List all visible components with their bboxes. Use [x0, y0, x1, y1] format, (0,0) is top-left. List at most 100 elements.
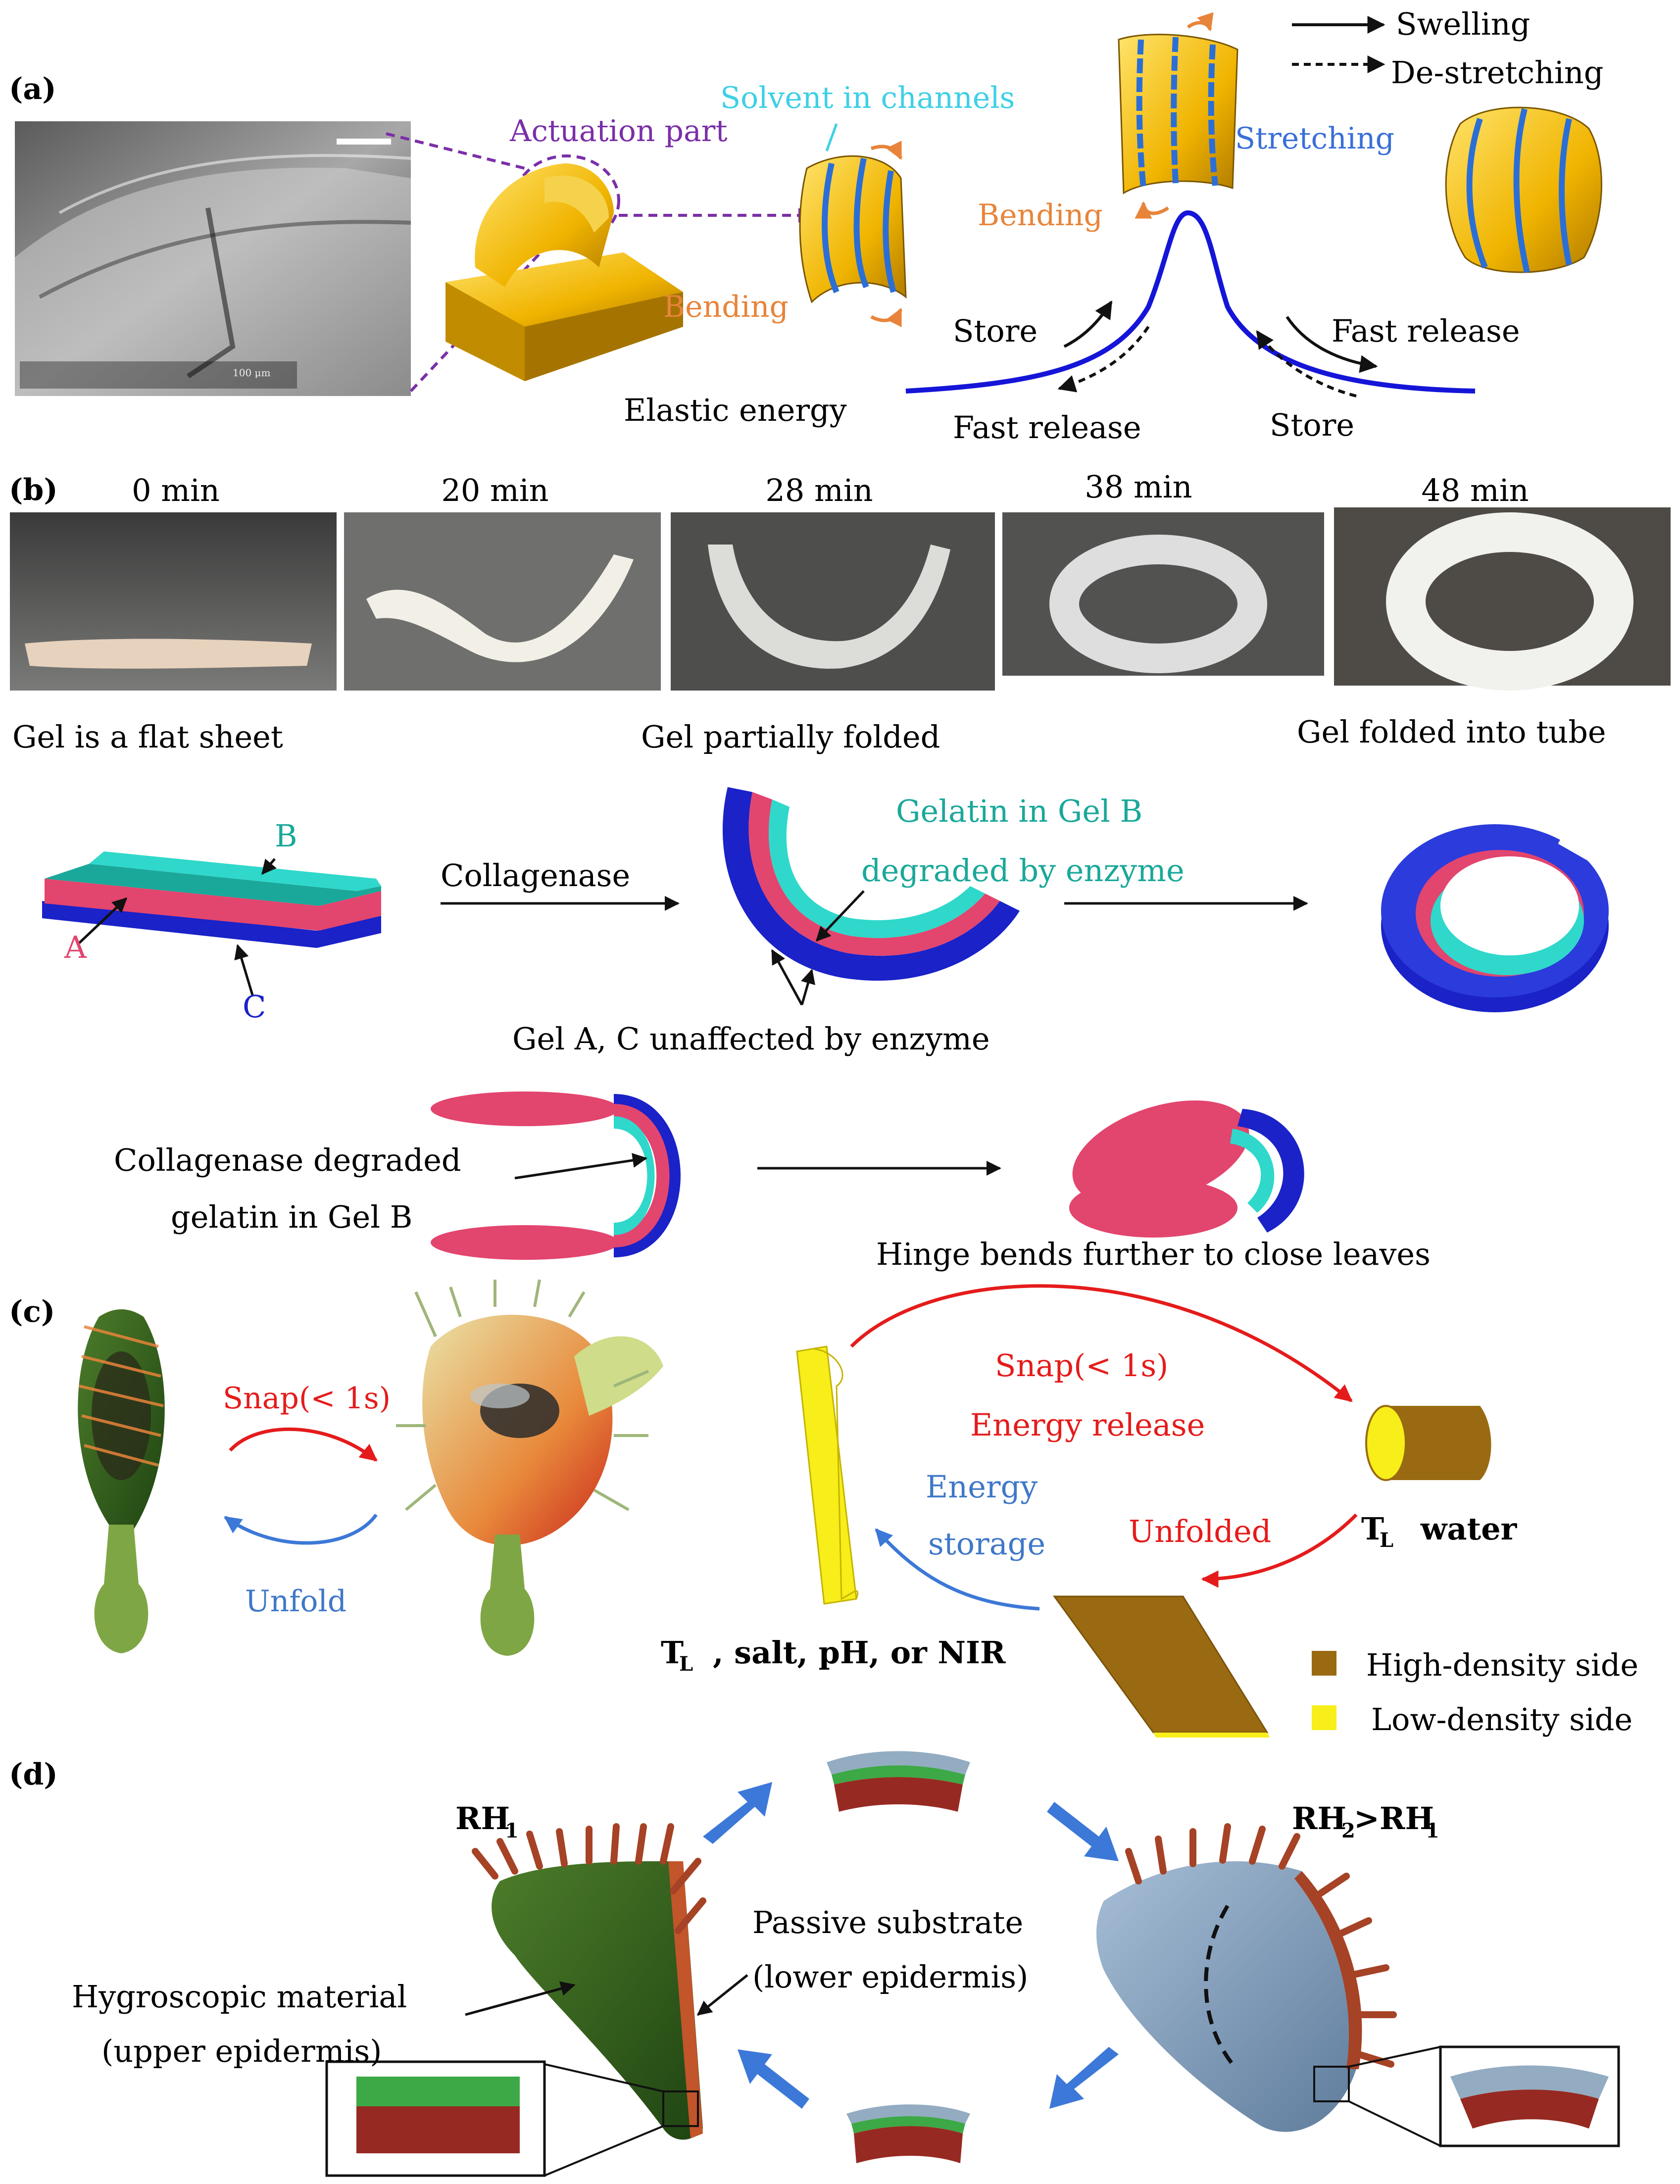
unfolded-arrow [1201, 1513, 1358, 1588]
leaf-rh2 [1096, 1823, 1397, 2132]
collagenase-degraded-1: Collagenase degraded [114, 1142, 461, 1178]
store-label-left: Store [953, 313, 1038, 349]
legend-high-label: High-density side [1366, 1647, 1638, 1683]
caption-folded-tube: Gel folded into tube [1297, 714, 1606, 750]
legend-low-label: Low-density side [1371, 1701, 1632, 1737]
timelapse-photo-1 [344, 512, 661, 691]
snap-label-left: Snap(< 1s) [223, 1381, 391, 1416]
snap-label-right: Snap(< 1s) [995, 1347, 1168, 1384]
flat-sheet [1053, 1595, 1270, 1737]
gel-tube [1381, 824, 1609, 1012]
rh2-inset-box [1313, 2066, 1350, 2102]
time-label-1: 20 min [441, 472, 548, 508]
fast-release-label-left: Fast release [953, 409, 1141, 446]
rh2-inset [1439, 2045, 1620, 2147]
svg-text:2: 2 [1341, 1819, 1355, 1842]
solvent-in-channels-label: Solvent in channels [720, 81, 1015, 115]
rh1-inset-box [662, 2090, 699, 2127]
bilayer-arc-bottom [846, 2104, 970, 2163]
rh1-inset [325, 2060, 546, 2177]
panel-label-d: (d) [9, 1757, 58, 1792]
hinge-closed [1069, 1100, 1304, 1238]
passive-substrate-1: Passive substrate [752, 1904, 1023, 1940]
svg-text:1: 1 [1426, 1819, 1439, 1842]
energy-release-label: Energy release [970, 1407, 1205, 1443]
panel-label-b: (b) [9, 473, 58, 507]
collagenase-degraded-2: gelatin in Gel B [171, 1199, 412, 1235]
energy-curve-arrows [1057, 300, 1378, 397]
channel-shell-left [799, 140, 907, 328]
sem-micrograph: 100 μm [15, 121, 411, 396]
legend-high-swatch [1312, 1651, 1336, 1676]
time-label-2: 28 min [765, 472, 873, 508]
panel-label-a: (a) [9, 72, 56, 106]
rolled-sheet [796, 1345, 859, 1605]
svg-text:T: T [661, 1635, 684, 1671]
rh2-label: RH 2 >RH 1 [1292, 1800, 1439, 1842]
timelapse-photo-4 [1334, 507, 1671, 691]
hinge-bends-label: Hinge bends further to close leaves [876, 1236, 1431, 1272]
density-legend: High-density side Low-density side [1312, 1647, 1638, 1737]
gelatin-degraded-line1: Gelatin in Gel B [896, 793, 1142, 829]
legend-destretching: De-stretching [1391, 54, 1603, 91]
svg-text:RH: RH [455, 1800, 510, 1837]
cycle-arrows [703, 1782, 1119, 2109]
legend-swelling: Swelling [1396, 6, 1530, 42]
energy-storage-2: storage [928, 1526, 1045, 1562]
sem-scale-label: 100 μm [233, 367, 271, 379]
actuation-part-label: Actuation part [509, 114, 728, 149]
collagenase-label: Collagenase [441, 857, 630, 893]
caption-partially-folded: Gel partially folded [641, 719, 940, 755]
svg-text:, salt, pH, or NIR: , salt, pH, or NIR [713, 1635, 1006, 1671]
time-label-4: 48 min [1421, 472, 1529, 508]
label-gel-C: C [243, 989, 266, 1025]
store-label-right: Store [1270, 407, 1354, 443]
svg-text:L: L [679, 1652, 693, 1676]
svg-text:T: T [1361, 1511, 1384, 1547]
label-gel-A: A [64, 929, 87, 965]
snap-arrow-left [229, 1427, 378, 1462]
leaf-rh1 [472, 1823, 706, 2140]
svg-text:RH: RH [1292, 1800, 1346, 1837]
stretching-label: Stretching [1235, 121, 1394, 156]
rh1-label: RH 1 [455, 1800, 519, 1842]
timelapse-times: 0 min 20 min 28 min 38 min 48 min [132, 469, 1529, 508]
caption-flat-sheet: Gel is a flat sheet [12, 719, 283, 755]
hygroscopic-2: (upper epidermis) [101, 2033, 382, 2069]
hinge-open [431, 1092, 681, 1260]
energy-curve [905, 210, 1476, 394]
elastic-energy-label: Elastic energy [624, 392, 847, 428]
tl-water-label: T L water [1361, 1511, 1518, 1552]
passive-substrate-2: (lower epidermis) [752, 1959, 1028, 1995]
stretched-shell [1118, 12, 1238, 219]
gold-actuator-device [445, 163, 683, 381]
bilayer-arc-top [827, 1751, 970, 1812]
curved-gel-trilayer [722, 787, 1020, 981]
time-label-0: 0 min [132, 472, 220, 508]
rolled-tube [1365, 1405, 1491, 1481]
energy-storage-arrow [875, 1528, 1040, 1611]
bending-label-left: Bending [663, 290, 789, 324]
snap-arrow-right [850, 1284, 1353, 1402]
legend-low-swatch [1312, 1705, 1336, 1730]
layered-gel-slab [42, 851, 381, 948]
label-gel-B: B [275, 818, 297, 854]
timelapse-photo-3 [1002, 512, 1324, 676]
flytrap-closed [396, 1279, 663, 1656]
hygroscopic-1: Hygroscopic material [72, 1979, 407, 2015]
flytrap-open [78, 1309, 165, 1653]
tl-conditions-label: T L , salt, pH, or NIR [661, 1635, 1006, 1676]
time-label-3: 38 min [1085, 469, 1192, 505]
gelatin-degraded-line2: degraded by enzyme [861, 852, 1185, 889]
svg-text:1: 1 [505, 1819, 519, 1842]
fast-release-label-right: Fast release [1332, 313, 1520, 349]
unfold-label: Unfold [245, 1584, 346, 1619]
svg-text:water: water [1420, 1511, 1518, 1547]
legend-a [1292, 16, 1385, 73]
panel-label-c: (c) [9, 1294, 55, 1329]
energy-storage-1: Energy [926, 1469, 1038, 1505]
timelapse-photo-2 [671, 512, 995, 691]
gel-ac-unaffected: Gel A, C unaffected by enzyme [512, 1021, 990, 1057]
svg-text:>RH: >RH [1354, 1800, 1434, 1837]
